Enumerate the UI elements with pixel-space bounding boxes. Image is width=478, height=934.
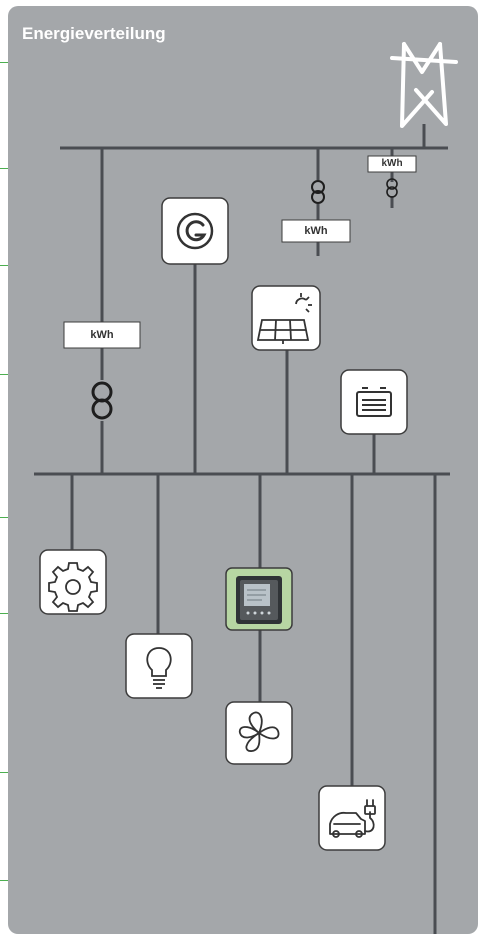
edge-marker <box>0 613 8 614</box>
edge-marker <box>0 772 8 773</box>
solar-panel-icon <box>256 293 312 344</box>
generator-box <box>161 197 229 265</box>
lighting-box <box>125 633 193 699</box>
edge-marker <box>0 168 8 169</box>
kwh-meter-box <box>281 219 351 243</box>
ventilation-box <box>225 701 293 765</box>
edge-marker <box>0 62 8 63</box>
kwh-label-grid-a: kWh <box>304 225 328 237</box>
generator-icon <box>176 212 214 250</box>
power-meter-box <box>225 567 293 631</box>
edge-marker <box>0 517 8 518</box>
kwh-meter-box <box>367 155 417 173</box>
busbar-lines <box>34 124 450 934</box>
ev-charger-box <box>318 785 386 851</box>
edge-marker <box>0 265 8 266</box>
transformer-icon <box>311 180 325 204</box>
machine-box <box>39 549 107 615</box>
ev-charger-icon <box>329 799 376 838</box>
edge-marker <box>0 880 8 881</box>
transformer-icon <box>386 178 398 198</box>
solar-panel-box <box>251 285 321 351</box>
power-meter-device <box>236 576 282 624</box>
kwh-label-grid-b: kWh <box>381 158 403 169</box>
gear-icon <box>48 562 98 612</box>
fan-icon <box>238 711 280 752</box>
battery-box <box>340 369 408 435</box>
light-bulb-icon <box>146 647 172 689</box>
kwh-meter-box <box>63 321 141 349</box>
transformer-icon <box>91 381 113 420</box>
battery-icon <box>356 387 392 417</box>
power-pylon-icon <box>390 42 458 128</box>
edge-marker <box>0 374 8 375</box>
kwh-label-main: kWh <box>90 329 114 341</box>
diagram-title: Energieverteilung <box>22 24 166 43</box>
